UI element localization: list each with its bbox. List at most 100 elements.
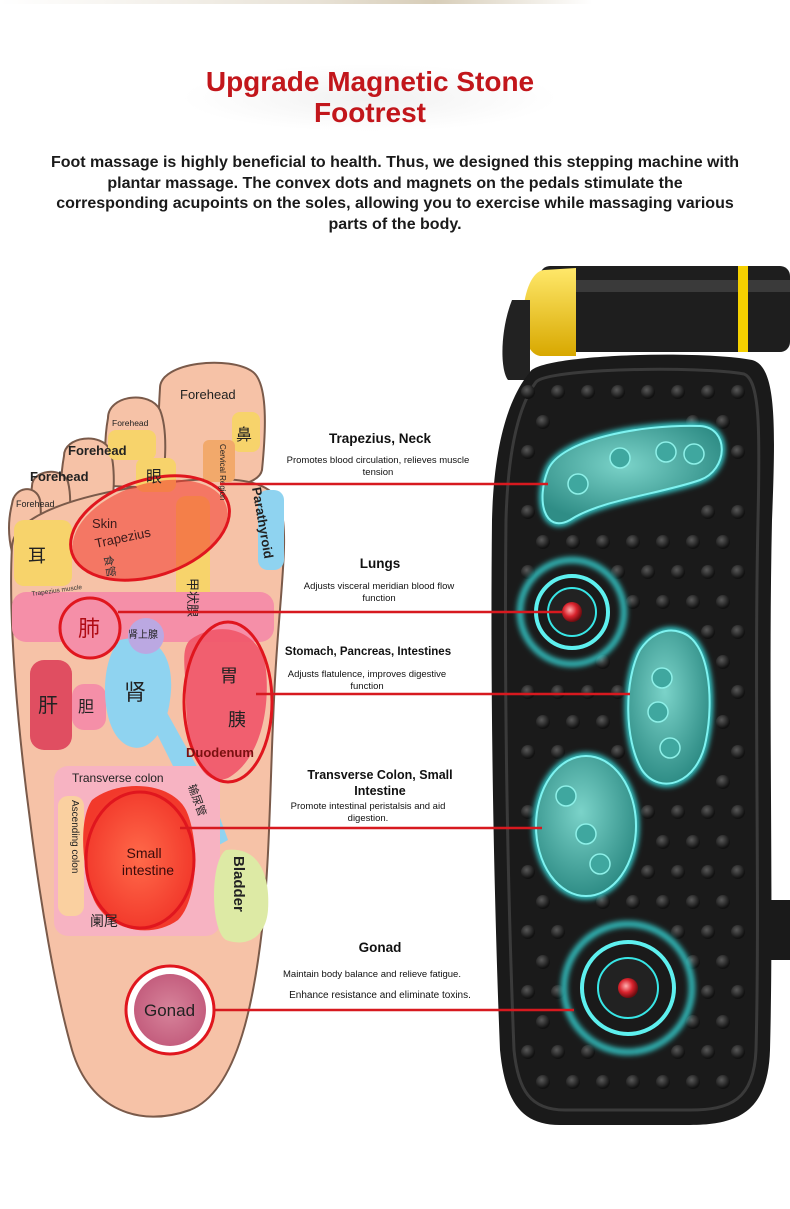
label-gonad: Gonad: [144, 1001, 195, 1020]
massage-dot: [731, 985, 745, 999]
label-appendix: 阑尾: [90, 914, 118, 930]
massage-dot: [551, 385, 565, 399]
title-line-2: Footrest: [314, 97, 426, 128]
pedal-rim: [503, 367, 761, 1112]
label-adrenal: 肾上腺: [128, 628, 158, 641]
label-nose: 鼻: [236, 425, 252, 444]
callout-1-desc: Promotes blood circulation, relieves mus…: [286, 455, 470, 478]
magnet-bump: [589, 853, 611, 875]
massage-dot: [551, 745, 565, 759]
label-cervical: Cervical Region: [218, 444, 227, 500]
zone-trapezius: [72, 479, 228, 581]
magnet-bump: [647, 701, 669, 723]
massage-dot: [686, 895, 700, 909]
massage-dot: [536, 1015, 550, 1029]
label-eye: 眼: [146, 467, 162, 486]
label-stomach: 胃: [220, 666, 238, 687]
massage-dot: [671, 565, 685, 579]
callout-3-title: Stomach, Pancreas, Intestines: [284, 646, 452, 658]
massage-dot: [701, 805, 715, 819]
magnet-bump: [651, 667, 673, 689]
callout-4-desc: Promote intestinal peristalsis and aid d…: [290, 801, 446, 824]
zone-stomach: [184, 629, 267, 780]
page-title: Upgrade Magnetic Stone Footrest: [150, 66, 590, 128]
massage-dot: [716, 655, 730, 669]
massage-dot: [641, 385, 655, 399]
roller-tube-highlight: [560, 280, 790, 292]
magnet-bump: [659, 737, 681, 759]
zone-forehead-toe2: [108, 430, 156, 460]
label-forehead-toe5: Forehead: [16, 499, 55, 509]
title-line-1: Upgrade Magnetic Stone: [205, 66, 535, 97]
magnet-stomach: [627, 629, 711, 785]
zone-ascending-colon: [58, 796, 84, 916]
massage-dot: [521, 565, 535, 579]
label-forehead-toe3: Forehead: [68, 443, 127, 458]
massage-dot: [671, 925, 685, 939]
massage-dot: [686, 1075, 700, 1089]
massage-dot: [716, 1075, 730, 1089]
massage-dot: [716, 715, 730, 729]
massage-dot: [566, 715, 580, 729]
massage-dot: [686, 1015, 700, 1029]
massage-dot: [521, 925, 535, 939]
massage-dot: [521, 1045, 535, 1059]
magnet-group-stomach: [625, 627, 713, 787]
label-forehead-toe4: Forehead: [30, 469, 89, 484]
massage-dot: [671, 385, 685, 399]
massage-dot: [581, 1045, 595, 1059]
massage-dot: [536, 415, 550, 429]
lung-magnet-core: [562, 602, 582, 622]
massage-dot: [656, 895, 670, 909]
label-bladder: Bladder: [230, 856, 247, 912]
massage-dot: [716, 835, 730, 849]
gonad-zone: [134, 974, 206, 1046]
massage-dot: [731, 385, 745, 399]
massage-dot: [716, 415, 730, 429]
magnet-bump: [683, 443, 705, 465]
massage-dot: [521, 985, 535, 999]
massage-dot: [656, 535, 670, 549]
massage-dot: [731, 745, 745, 759]
massage-dot: [521, 385, 535, 399]
massage-dot: [701, 565, 715, 579]
massage-dot: [731, 865, 745, 879]
massage-dot: [656, 1075, 670, 1089]
massage-dot: [731, 565, 745, 579]
label-transverse-colon: Transverse colon: [72, 771, 164, 785]
massage-dot: [656, 595, 670, 609]
zone-ear: [14, 520, 72, 586]
connector-lines: [118, 482, 630, 1012]
massage-dot: [551, 1045, 565, 1059]
yellow-ring: [738, 266, 748, 352]
massage-dot: [626, 1075, 640, 1089]
massage-dot: [731, 625, 745, 639]
massage-dots: [521, 385, 745, 1089]
pedal-illustration: [491, 266, 790, 1126]
massage-dot: [521, 865, 535, 879]
magnet-bump: [567, 473, 589, 495]
callout-2-title: Lungs: [359, 556, 401, 571]
massage-dot: [581, 685, 595, 699]
massage-dot: [701, 865, 715, 879]
zone-parathyroid: [258, 490, 284, 570]
frame-arm-left: [502, 300, 530, 380]
label-forehead-big-toe: Forehead: [180, 387, 236, 402]
magnet-group-gonad: [561, 921, 695, 1055]
massage-dot: [731, 1045, 745, 1059]
massage-dot: [716, 1015, 730, 1029]
massage-dot: [731, 685, 745, 699]
zone-gallbladder: [72, 684, 106, 730]
intestine-highlight-ring: [84, 790, 196, 930]
zone-nose: [232, 412, 260, 452]
massage-dot: [716, 895, 730, 909]
massage-dot: [686, 595, 700, 609]
yellow-cap: [523, 268, 576, 356]
zone-liver: [30, 660, 72, 750]
gonad-magnet-core: [618, 978, 638, 998]
massage-dot: [701, 1045, 715, 1059]
massage-dot: [701, 925, 715, 939]
massage-dot: [596, 1075, 610, 1089]
label-gallbladder: 胆: [78, 697, 94, 716]
